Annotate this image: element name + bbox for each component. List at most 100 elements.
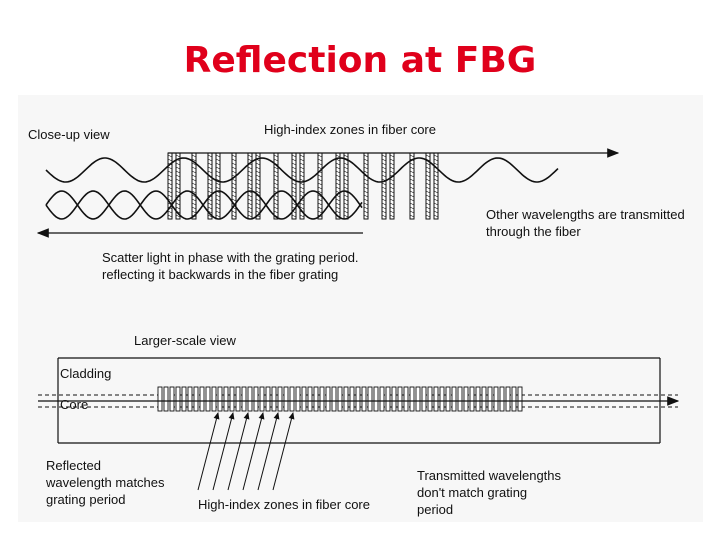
grating-hatch	[317, 174, 323, 178]
grating-hatch	[335, 178, 341, 182]
grating-hatch	[299, 166, 305, 170]
grating-hatch	[299, 206, 305, 210]
grating-hatch	[425, 206, 431, 210]
zone-pointer-arrow	[212, 412, 235, 491]
grating-hatch	[409, 154, 415, 158]
grating-hatch	[343, 154, 349, 158]
core-grating-bar	[361, 386, 367, 412]
grating-hatch	[363, 194, 369, 198]
grating-hatch	[299, 178, 305, 182]
grating-hatch	[291, 186, 297, 190]
grating-hatch	[335, 186, 341, 190]
grating-hatch	[215, 194, 221, 198]
zone-pointer-arrow	[242, 412, 265, 491]
grating-hatch	[317, 182, 323, 186]
grating-hatch	[273, 154, 279, 158]
grating-hatch	[207, 154, 213, 158]
grating-hatch	[335, 170, 341, 174]
grating-hatch	[363, 214, 369, 218]
core-grating-bar	[421, 386, 427, 412]
core-grating-bar	[253, 386, 259, 412]
grating-hatch	[291, 154, 297, 158]
grating-hatch	[299, 182, 305, 186]
grating-hatch	[389, 202, 395, 206]
grating-hatch	[215, 178, 221, 182]
grating-hatch	[247, 214, 253, 218]
grating-hatch	[273, 178, 279, 182]
grating-hatch	[167, 170, 173, 174]
grating-hatch	[175, 214, 181, 218]
grating-hatch	[363, 158, 369, 162]
grating-hatch	[273, 174, 279, 178]
grating-hatch	[231, 198, 237, 202]
grating-hatch	[273, 210, 279, 214]
grating-hatch	[409, 202, 415, 206]
grating-hatch	[389, 182, 395, 186]
grating-hatch	[191, 158, 197, 162]
grating-hatch	[317, 154, 323, 158]
grating-hatch	[207, 178, 213, 182]
grating-hatch	[247, 174, 253, 178]
grating-hatch	[299, 202, 305, 206]
core-grating-bar	[427, 386, 433, 412]
grating-hatch	[409, 170, 415, 174]
grating-hatch	[299, 214, 305, 218]
core-grating-bar	[319, 386, 325, 412]
grating-hatch	[167, 214, 173, 218]
grating-hatch	[317, 210, 323, 214]
grating-hatch	[363, 182, 369, 186]
core-grating-bar	[439, 386, 445, 412]
zone-pointer-arrow	[272, 412, 295, 491]
grating-hatch	[425, 162, 431, 166]
grating-hatch	[363, 206, 369, 210]
grating-hatch	[207, 186, 213, 190]
grating-hatch	[273, 182, 279, 186]
core-grating-bar	[175, 386, 181, 412]
grating-hatch	[167, 158, 173, 162]
grating-hatch	[381, 170, 387, 174]
core-grating-bar	[337, 386, 343, 412]
core-grating-bar	[211, 386, 217, 412]
grating-hatch	[207, 198, 213, 202]
grating-hatch	[433, 214, 439, 218]
grating-hatch	[175, 178, 181, 182]
grating-hatch	[425, 178, 431, 182]
grating-hatch	[389, 158, 395, 162]
grating-hatch	[433, 162, 439, 166]
core-grating-bar	[277, 386, 283, 412]
grating-hatch	[273, 186, 279, 190]
grating-hatch	[299, 154, 305, 158]
grating-hatch	[363, 186, 369, 190]
grating-hatch	[425, 194, 431, 198]
grating-hatch	[231, 166, 237, 170]
core-grating-bar	[493, 386, 499, 412]
grating-hatch	[247, 198, 253, 202]
grating-hatch	[343, 210, 349, 214]
grating-hatch	[255, 182, 261, 186]
grating-hatch	[381, 174, 387, 178]
grating-hatch	[389, 186, 395, 190]
grating-hatch	[433, 154, 439, 158]
grating-hatch	[167, 210, 173, 214]
grating-hatch	[363, 202, 369, 206]
grating-hatch	[231, 190, 237, 194]
grating-hatch	[335, 162, 341, 166]
core-grating-bar	[511, 386, 517, 412]
grating-bar	[215, 152, 221, 220]
grating-hatch	[363, 210, 369, 214]
grating-hatch	[291, 202, 297, 206]
grating-hatch	[433, 194, 439, 198]
grating-hatch	[343, 178, 349, 182]
core-grating-bar	[283, 386, 289, 412]
grating-hatch	[291, 194, 297, 198]
grating-hatch	[175, 190, 181, 194]
grating-hatch	[343, 166, 349, 170]
grating-hatch	[335, 182, 341, 186]
grating-hatch	[409, 162, 415, 166]
grating-hatch	[255, 198, 261, 202]
grating-hatch	[433, 170, 439, 174]
grating-hatch	[255, 202, 261, 206]
grating-hatch	[273, 166, 279, 170]
grating-hatch	[317, 190, 323, 194]
grating-bar	[207, 152, 213, 220]
